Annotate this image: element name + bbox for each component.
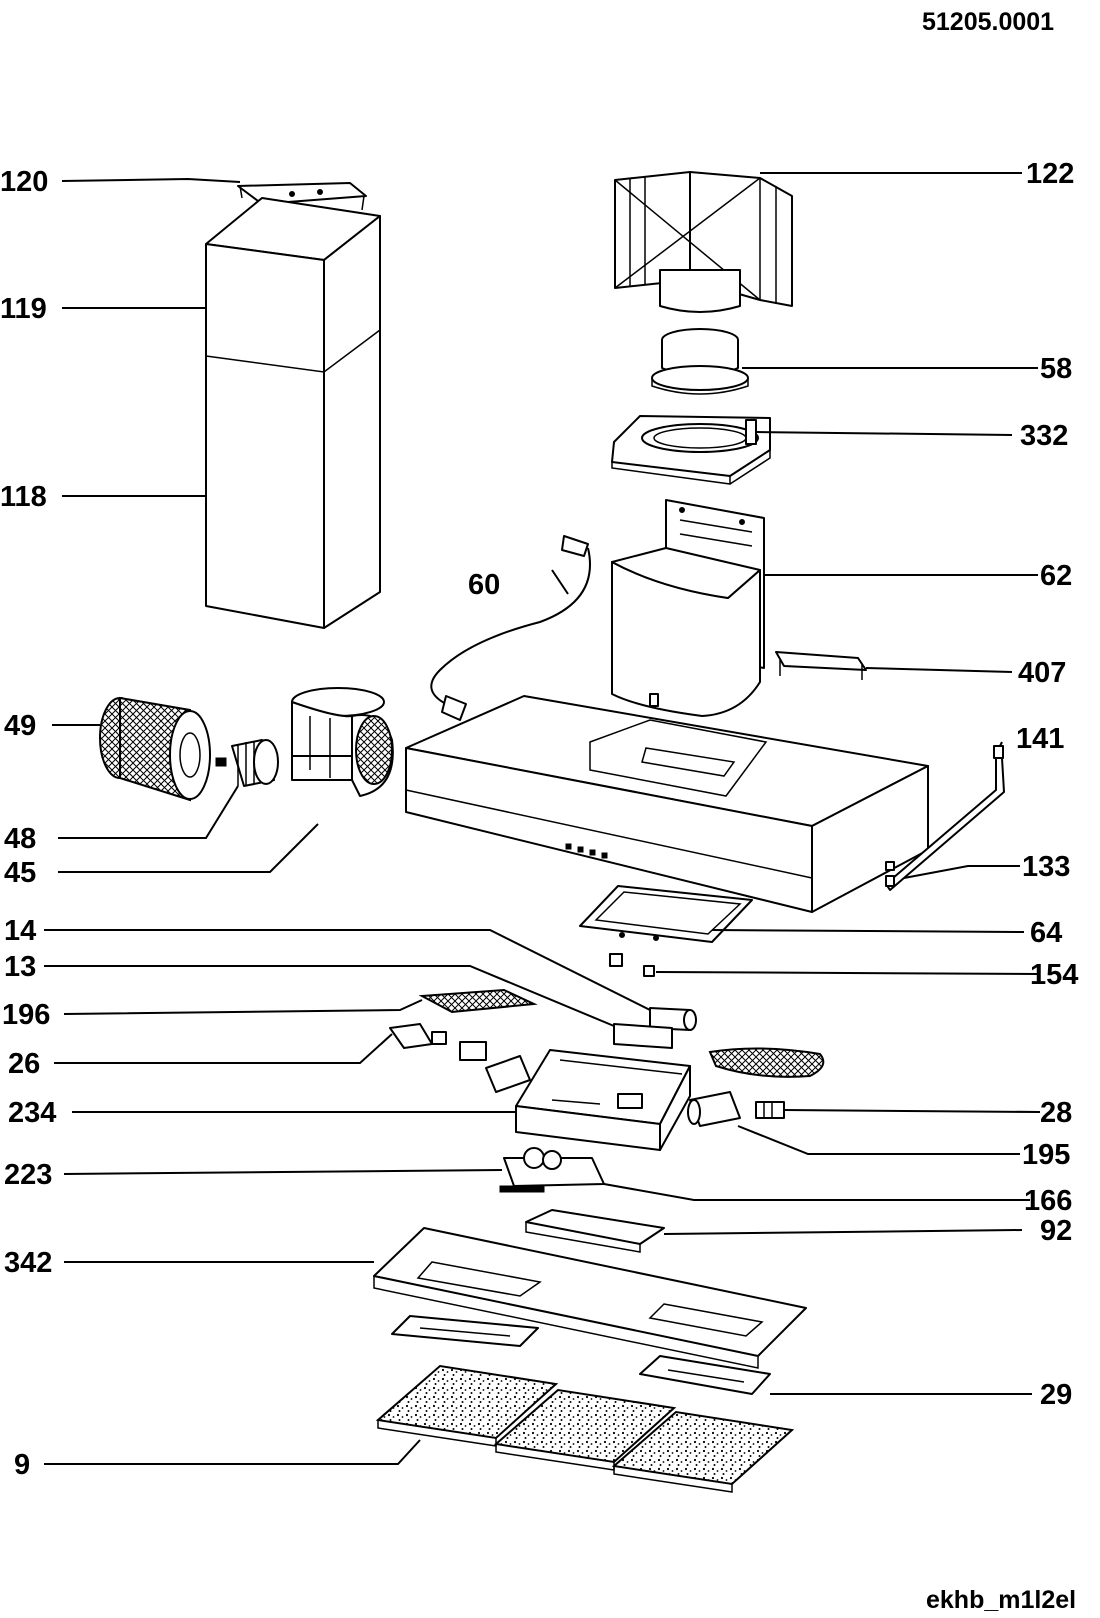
- callout-28: 28: [1040, 1097, 1072, 1129]
- part-48-fan-motor: [215, 739, 279, 787]
- callout-64: 64: [1030, 917, 1062, 949]
- callout-14: 14: [4, 915, 36, 947]
- part-154-clip: [609, 953, 655, 977]
- model-code: ekhb_m1l2el: [926, 1586, 1076, 1614]
- part-hood-body: [405, 695, 929, 913]
- callout-26: 26: [8, 1048, 40, 1080]
- callout-49: 49: [4, 710, 36, 742]
- part-switch-panel-right: [708, 1047, 825, 1078]
- callout-119: 119: [0, 293, 47, 325]
- callout-45: 45: [4, 857, 36, 889]
- part-28-connector: [755, 1101, 785, 1119]
- leader-lines: [44, 172, 1041, 1465]
- part-49-fan-wheel: [99, 696, 211, 802]
- part-133-141-rail: [885, 745, 1005, 891]
- part-9-grease-filter: [375, 1364, 795, 1493]
- callout-62: 62: [1040, 560, 1072, 592]
- callout-48: 48: [4, 823, 36, 855]
- callout-223: 223: [4, 1159, 52, 1191]
- callout-154: 154: [1030, 959, 1078, 991]
- callout-234: 234: [8, 1097, 56, 1129]
- part-234-control-box: [485, 1049, 691, 1151]
- callout-196: 196: [2, 999, 50, 1031]
- part-332-flange-plate: [611, 415, 771, 485]
- part-14-13-capacitor: [613, 1007, 697, 1049]
- callout-166: 166: [1024, 1185, 1072, 1217]
- callout-407: 407: [1018, 657, 1066, 689]
- callout-122: 122: [1026, 158, 1074, 190]
- callout-195: 195: [1022, 1139, 1070, 1171]
- part-92-cover-plate: [525, 1209, 665, 1253]
- part-196-switch: [418, 988, 538, 1014]
- callout-92: 92: [1040, 1215, 1072, 1247]
- part-195-lamp-socket: [687, 1091, 741, 1127]
- part-122-duct-connector: [614, 171, 793, 313]
- part-45-blower-housing: [291, 687, 394, 797]
- part-64-lamp-frame: [579, 885, 753, 943]
- callout-58: 58: [1040, 353, 1072, 385]
- callout-120: 120: [0, 166, 48, 198]
- part-118-119-chimney: [205, 197, 381, 629]
- part-60-power-cable: [430, 535, 591, 721]
- part-342-bottom-panel: [373, 1227, 807, 1369]
- part-223-166-circuit-board: [499, 1147, 605, 1193]
- callout-342: 342: [4, 1247, 52, 1279]
- callout-13: 13: [4, 951, 36, 983]
- callout-141: 141: [1016, 723, 1064, 755]
- part-62-motor-housing: [611, 499, 765, 717]
- part-29-filter-clip: [391, 1315, 771, 1395]
- callout-9: 9: [14, 1449, 30, 1481]
- callout-118: 118: [0, 481, 47, 513]
- callout-labels: 120 119 118 49 48 45 14 13 196 26 234 22…: [0, 158, 1078, 1481]
- callout-332: 332: [1020, 420, 1068, 452]
- drawing-number: 51205.0001: [922, 8, 1054, 36]
- callout-60: 60: [468, 569, 500, 601]
- part-58-duct-ring: [651, 328, 749, 395]
- callout-133: 133: [1022, 851, 1070, 883]
- part-26-lamp-holder: [389, 1023, 487, 1061]
- callout-29: 29: [1040, 1379, 1072, 1411]
- part-407-bracket: [775, 651, 867, 680]
